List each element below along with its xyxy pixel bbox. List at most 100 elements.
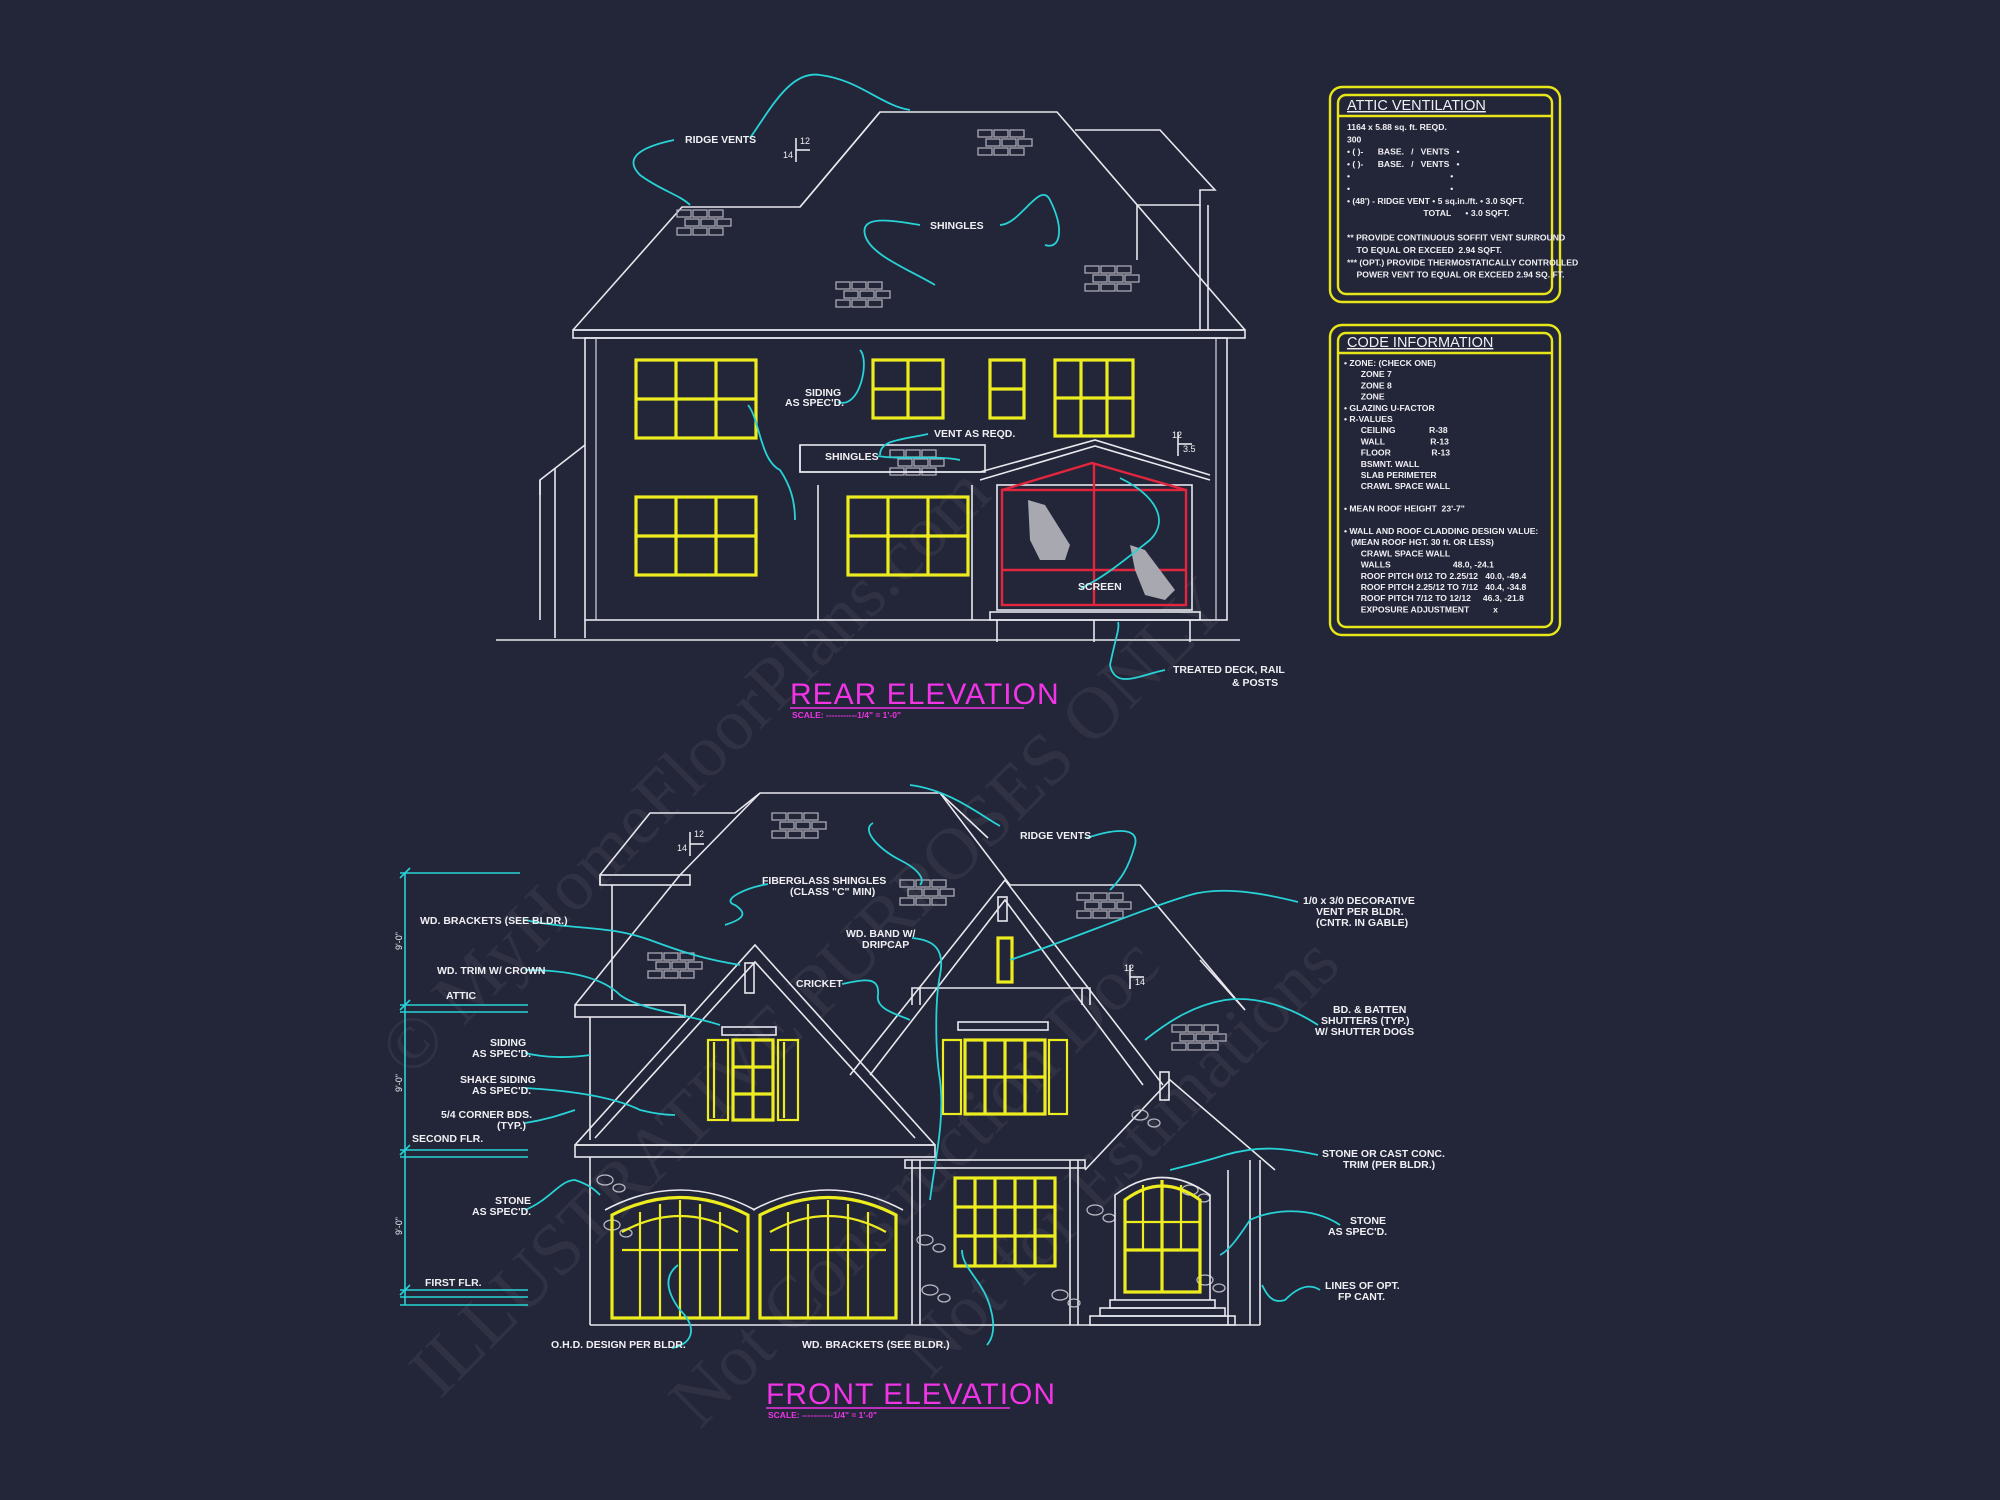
rear-elevation-title: REAR ELEVATION [790, 678, 1060, 711]
label-stone-trim-1: STONE OR CAST CONC. [1322, 1148, 1445, 1160]
code_box-line: • ZONE: (CHECK ONE) [1344, 358, 1436, 368]
front-window-left-gable [706, 1038, 800, 1122]
label-vent-rear: VENT AS REQD. [934, 428, 1015, 440]
label-stone-right-2: AS SPEC'D. [1328, 1226, 1387, 1238]
front-window-right-gable [941, 1038, 1069, 1116]
label-fiberglass-2: (CLASS "C" MIN) [790, 886, 875, 898]
garage-door-left [610, 1196, 750, 1320]
svg-text:14: 14 [783, 150, 793, 160]
front-right-gable [849, 878, 1164, 1086]
watermark: © MyHomeFloorPlans.com ILLUSTRATIVE PURP… [364, 451, 1355, 1442]
decorative-gable-vent [996, 936, 1014, 984]
attic_box-line: *** (OPT.) PROVIDE THERMOSTATICALLY CONT… [1347, 257, 1578, 267]
label-lines-2: FP CANT. [1338, 1291, 1385, 1303]
attic-box-title: ATTIC VENTILATION [1347, 98, 1486, 114]
code_box-line: ROOF PITCH 7/12 TO 12/12 46.3, -21.8 [1344, 593, 1524, 603]
label-decorative-vent-1: 1/0 x 3/0 DECORATIVE [1303, 895, 1415, 907]
code_box-line: (MEAN ROOF HGT. 30 ft. OR LESS) [1344, 537, 1494, 547]
rear-pitch-porch: 12 3.5 [1172, 430, 1196, 456]
label-decorative-vent-3: (CNTR. IN GABLE) [1316, 917, 1408, 929]
attic_box-line: • • [1347, 184, 1453, 194]
attic_box-line: ** PROVIDE CONTINUOUS SOFFIT VENT SURROU… [1347, 233, 1565, 243]
front-entry-door [1089, 1176, 1236, 1326]
code_box-line: ROOF PITCH 0/12 TO 2.25/12 40.0, -49.4 [1344, 571, 1527, 581]
label-stone-left-1: STONE [495, 1195, 531, 1207]
code_box-line: CRAWL SPACE WALL [1344, 548, 1450, 558]
code_box-line: ROOF PITCH 2.25/12 TO 7/12 40.4, -34.8 [1344, 582, 1527, 592]
code_box-line: CEILING R-38 [1344, 425, 1448, 435]
attic-ventilation-box: ATTIC VENTILATION 1164 x 5.88 sq. ft. RE… [1328, 85, 1578, 304]
label-wd-band-2: DRIPCAP [862, 939, 909, 951]
label-cricket: CRICKET [796, 978, 843, 990]
dim-first: 9'-0" [394, 1217, 404, 1235]
attic_box-line: TOTAL • 3.0 SQFT. [1347, 208, 1510, 218]
code-box-title: CODE INFORMATION [1347, 335, 1493, 351]
label-ridge-vents-front: RIDGE VENTS [1020, 830, 1091, 842]
label-shake-1: SHAKE SIDING [460, 1074, 536, 1086]
label-wd-brackets-left: WD. BRACKETS (SEE BLDR.) [420, 915, 568, 927]
code_box-line: ZONE 8 [1344, 380, 1392, 390]
label-shutters-1: BD. & BATTEN [1333, 1004, 1406, 1016]
attic_box-line: • • [1347, 171, 1453, 181]
label-lines-1: LINES OF OPT. [1325, 1280, 1400, 1292]
code-information-box: CODE INFORMATION • ZONE: (CHECK ONE) ZON… [1328, 323, 1562, 637]
label-stone-left-2: AS SPEC'D. [472, 1206, 531, 1218]
code_box-line: • R-VALUES [1344, 414, 1393, 424]
rear-elevation: 12 14 12 3.5 RIDGE VENTS SHINGLES SIDING… [496, 73, 1285, 720]
label-wd-trim: WD. TRIM W/ CROWN [437, 965, 545, 977]
label-attic: ATTIC [446, 990, 477, 1002]
label-stone-right-1: STONE [1350, 1215, 1386, 1227]
label-wd-brackets-bottom: WD. BRACKETS (SEE BLDR.) [802, 1339, 950, 1351]
attic_box-line: POWER VENT TO EQUAL OR EXCEED 2.94 SQ. F… [1347, 270, 1564, 280]
label-screen: SCREEN [1078, 581, 1122, 593]
svg-text:3.5: 3.5 [1183, 444, 1196, 454]
front-left-gable [574, 943, 936, 1158]
label-second-flr: SECOND FLR. [412, 1133, 483, 1145]
code_box-line: ZONE [1344, 392, 1385, 402]
label-wd-band-1: WD. BAND W/ [846, 928, 915, 940]
rear-window-upper-mid [871, 358, 945, 420]
rear-window-upper-small [988, 358, 1026, 420]
code_box-line: BSMNT. WALL [1344, 459, 1419, 469]
label-shutters-2: SHUTTERS (TYP.) [1321, 1015, 1409, 1027]
code_box-line: FLOOR R-13 [1344, 448, 1450, 458]
rear-elevation-scale: SCALE: -----------1/4" = 1'-0" [792, 710, 901, 720]
garage-door-right [758, 1196, 898, 1320]
label-corner-1: 5/4 CORNER BDS. [441, 1109, 532, 1121]
front-elevation: 12 14 12 14 9'-0" 9'-0" 9'-0" [394, 784, 1445, 1420]
label-decorative-vent-2: VENT PER BLDR. [1316, 906, 1404, 918]
label-ridge-vents-rear: RIDGE VENTS [685, 134, 756, 146]
attic_box-line: • ( )- BASE. / VENTS • [1347, 147, 1460, 157]
code_box-line: WALLS 48.0, -24.1 [1344, 560, 1494, 570]
label-siding-rear: SIDING [805, 387, 841, 399]
label-siding-rear-2: AS SPEC'D. [785, 397, 844, 409]
front-window-first-floor [953, 1176, 1057, 1268]
label-siding-1: SIDING [490, 1037, 526, 1049]
code_box-line: ZONE 7 [1344, 369, 1392, 379]
rear-window-lower-left [634, 495, 758, 577]
label-corner-2: (TYP.) [497, 1120, 526, 1132]
attic_box-line: • ( )- BASE. / VENTS • [1347, 159, 1460, 169]
dim-second: 9'-0" [394, 1074, 404, 1092]
code-box-lines: • ZONE: (CHECK ONE) ZONE 7 ZONE 8 ZONE • … [1344, 358, 1538, 614]
attic_box-line: • (48') - RIDGE VENT • 5 sq.in./ft. • 3.… [1347, 196, 1524, 206]
svg-text:14: 14 [677, 843, 687, 853]
label-shake-2: AS SPEC'D. [472, 1085, 531, 1097]
dim-attic: 9'-0" [394, 932, 404, 950]
code_box-line: • WALL AND ROOF CLADDING DESIGN VALUE: [1344, 526, 1538, 536]
svg-text:12: 12 [800, 136, 810, 146]
code_box-line: EXPOSURE ADJUSTMENT x [1344, 604, 1498, 614]
front-pitch-main: 12 14 [677, 829, 704, 856]
label-deck-1: TREATED DECK, RAIL [1173, 664, 1285, 676]
svg-text:12: 12 [694, 829, 704, 839]
code_box-line: • MEAN ROOF HEIGHT 23'-7" [1344, 504, 1465, 514]
attic_box-line: TO EQUAL OR EXCEED 2.94 SQFT. [1347, 245, 1502, 255]
attic-box-lines: 1164 x 5.88 sq. ft. REQD. 300 • ( )- BASE.… [1347, 122, 1578, 280]
label-shingles-porch: SHINGLES [825, 451, 879, 463]
code_box-line: CRAWL SPACE WALL [1344, 481, 1450, 491]
label-stone-trim-2: TRIM (PER BLDR.) [1343, 1159, 1435, 1171]
rear-pitch-main: 12 14 [783, 136, 810, 162]
front-elevation-scale: SCALE: -----------1/4" = 1'-0" [768, 1410, 877, 1420]
attic_box-line: 300 [1347, 134, 1362, 144]
attic_box-line: 1164 x 5.88 sq. ft. REQD. [1347, 122, 1447, 132]
